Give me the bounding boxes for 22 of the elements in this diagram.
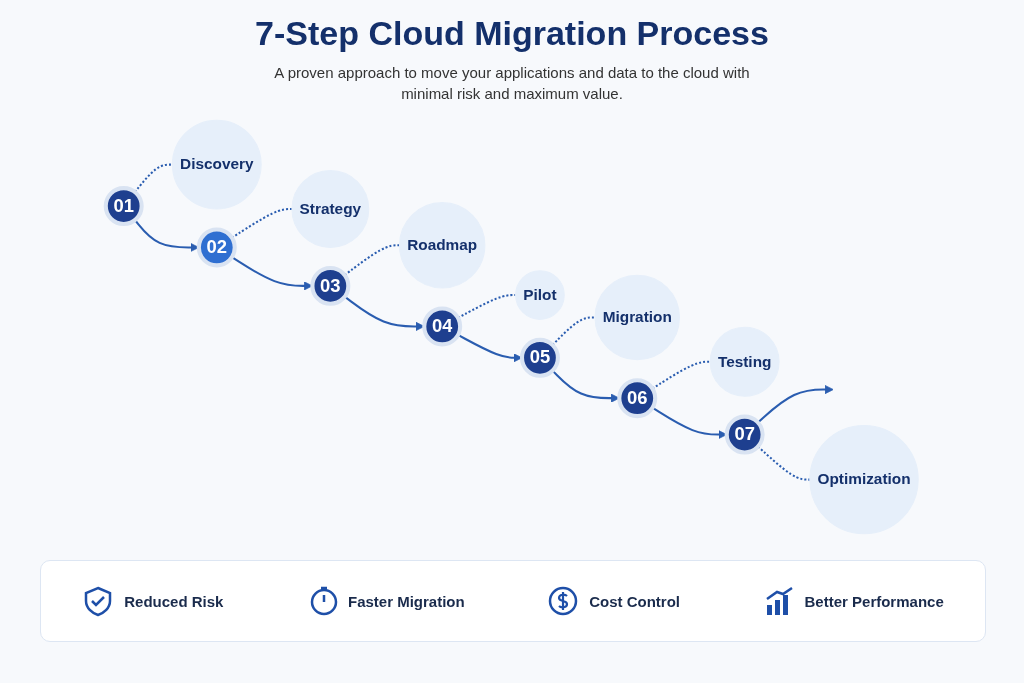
node-circle: Testing [709, 326, 780, 397]
arrow [134, 219, 200, 252]
node-circle: 03 [310, 265, 351, 306]
benefit-label: Better Performance [804, 592, 944, 610]
node-circle: Pilot [515, 270, 565, 320]
node-circle: Roadmap [399, 202, 486, 289]
node-circle: 05 [519, 337, 560, 378]
node-circle: Optimization [809, 424, 919, 535]
node-circle: 07 [724, 414, 765, 455]
node-circle: Discovery [171, 119, 262, 210]
benefit-label: Cost Control [589, 592, 680, 610]
arrow [757, 385, 834, 424]
subtitle: A proven approach to move your applications and data to the cloud with minimal risk and maximum value. [273, 63, 751, 104]
node-circle: 02 [196, 227, 237, 268]
node-circle: 04 [422, 306, 463, 347]
title: 7-Step Cloud Migration Process [254, 14, 770, 53]
node-circle: Migration [594, 274, 680, 361]
node-circle: Strategy [291, 170, 370, 248]
benefit-label: Faster Migration [347, 592, 465, 610]
node-circle: 01 [103, 186, 144, 226]
benefit-label: Reduced Risk [124, 592, 224, 610]
node-circle: 06 [617, 378, 658, 419]
